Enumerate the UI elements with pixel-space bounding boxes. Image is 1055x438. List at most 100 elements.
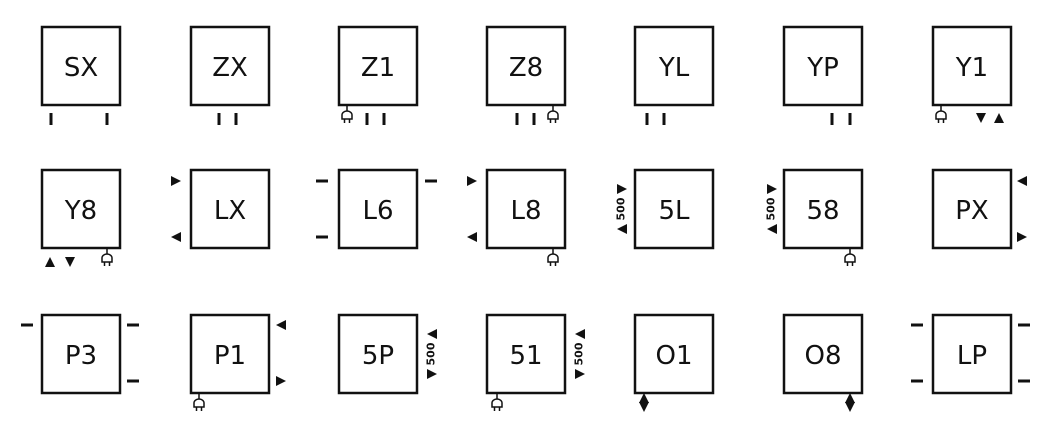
connection-code-label: 5P	[362, 341, 394, 371]
connection-code-label: Z8	[509, 53, 543, 83]
connection-type-5p: 5P 500	[337, 313, 438, 395]
electric-plug-icon	[547, 110, 559, 123]
connection-type-z8: Z8	[485, 25, 567, 125]
connection-code-label: O8	[804, 341, 841, 371]
electric-plug-icon	[193, 398, 205, 411]
arrow-left-icon	[575, 329, 585, 339]
connection-type-y1: Y1	[931, 25, 1013, 123]
connection-type-p1: P1	[189, 313, 286, 411]
pipe-marker	[645, 113, 649, 125]
electric-plug-icon	[341, 110, 353, 123]
pipe-marker	[382, 113, 386, 125]
arrow-left-icon	[171, 232, 181, 242]
connection-type-p3: P3	[21, 313, 139, 395]
pipe-dash-marker	[425, 179, 437, 183]
connection-type-zx: ZX	[189, 25, 271, 125]
arrow-right-icon	[467, 176, 477, 186]
pipe-marker	[515, 113, 519, 125]
arrow-left-icon	[617, 224, 627, 234]
radiator-box	[40, 168, 122, 250]
connection-code-label: L8	[510, 196, 541, 226]
connection-code-label: LP	[957, 341, 987, 371]
arrow-left-icon	[1017, 176, 1027, 186]
radiator-box	[189, 168, 271, 250]
arrow-right-icon	[767, 184, 777, 194]
pipe-marker	[848, 113, 852, 125]
arrow-right-icon	[171, 176, 181, 186]
radiator-box	[189, 313, 271, 395]
pipe-dash-marker	[21, 323, 33, 327]
connection-type-y8: Y8	[40, 168, 122, 267]
arrow-down-icon	[976, 113, 986, 123]
arrow-up-icon	[994, 113, 1004, 123]
pipe-marker	[830, 113, 834, 125]
pipe-dash-marker	[1018, 379, 1030, 383]
connection-code-label: Y1	[955, 53, 988, 83]
connection-code-label: L6	[362, 196, 393, 226]
pipe-marker	[662, 113, 666, 125]
pipe-marker	[217, 113, 221, 125]
connection-type-51: 51 500	[485, 313, 586, 411]
arrow-up-icon	[845, 393, 855, 403]
radiator-box	[931, 313, 1013, 395]
connection-code-label: 5L	[658, 196, 690, 226]
arrow-right-icon	[575, 369, 585, 379]
pipe-dash-marker	[316, 179, 328, 183]
radiator-box	[485, 25, 567, 107]
pipe-marker	[49, 113, 53, 125]
connection-type-l6: L6	[316, 168, 437, 250]
connection-code-label: P1	[214, 341, 246, 371]
connection-type-5l: 5L 500	[615, 168, 715, 250]
radiator-box	[485, 168, 567, 250]
radiator-box	[189, 25, 271, 107]
connection-type-yl: YL	[633, 25, 715, 125]
radiator-box	[40, 25, 122, 107]
radiator-box	[337, 25, 419, 107]
connection-type-z1: Z1	[337, 25, 419, 125]
arrow-right-icon	[1017, 232, 1027, 242]
pipe-marker	[234, 113, 238, 125]
connection-code-label: LX	[214, 196, 246, 226]
pipe-dash-marker	[1018, 323, 1030, 327]
arrow-left-icon	[467, 232, 477, 242]
connection-type-l8: L8	[467, 168, 567, 266]
arrow-down-icon	[65, 257, 75, 267]
pipe-marker	[365, 113, 369, 125]
connection-code-label: PX	[955, 196, 989, 226]
connection-code-label: Y8	[64, 196, 97, 226]
pipe-dash-marker	[316, 235, 328, 239]
connection-type-yp: YP	[782, 25, 864, 125]
radiator-box	[633, 25, 715, 107]
connection-code-label: SX	[64, 53, 98, 83]
connection-code-label: ZX	[212, 53, 248, 83]
connection-type-sx: SX	[40, 25, 122, 125]
connection-type-lp: LP	[911, 313, 1030, 395]
connection-type-lx: LX	[171, 168, 271, 250]
dimension-label: 500	[573, 342, 586, 365]
arrow-right-icon	[427, 369, 437, 379]
arrow-down-icon	[639, 402, 649, 412]
radiator-box	[337, 313, 419, 395]
connection-type-px: PX	[931, 168, 1027, 250]
dimension-label: 500	[425, 342, 438, 365]
arrow-left-icon	[767, 224, 777, 234]
connection-code-label: YL	[658, 53, 690, 83]
radiator-box	[931, 168, 1013, 250]
pipe-dash-marker	[127, 379, 139, 383]
pipe-marker	[105, 113, 109, 125]
arrow-up-icon	[639, 393, 649, 403]
arrow-left-icon	[427, 329, 437, 339]
electric-plug-icon	[101, 253, 113, 266]
electric-plug-icon	[844, 253, 856, 266]
connection-code-label: 51	[509, 341, 542, 371]
electric-plug-icon	[935, 110, 947, 123]
arrow-right-icon	[617, 184, 627, 194]
radiator-box	[633, 313, 715, 395]
radiator-box	[485, 313, 567, 395]
arrow-right-icon	[276, 376, 286, 386]
dimension-label: 500	[615, 197, 628, 220]
pipe-dash-marker	[911, 323, 923, 327]
pipe-dash-marker	[911, 379, 923, 383]
